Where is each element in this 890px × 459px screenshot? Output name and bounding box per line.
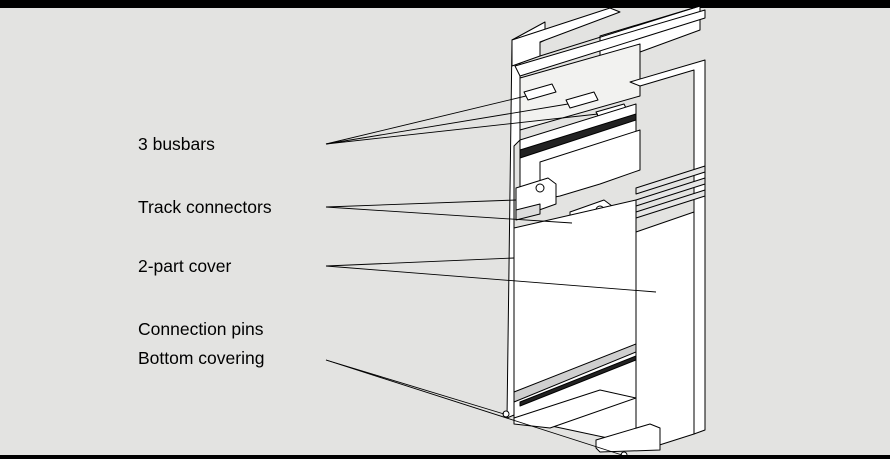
top-flange [514, 9, 706, 77]
bottom-rail [513, 343, 637, 403]
busbar-bridge [519, 43, 641, 131]
label-busbars: 3 busbars [138, 134, 215, 154]
busbar-2 [565, 91, 599, 109]
top-rail-left [511, 7, 621, 67]
leader-bottom-2 [325, 359, 623, 456]
bottom-border [0, 455, 890, 459]
label-bottom-covering: Bottom covering [138, 348, 265, 368]
label-cover: 2-part cover [138, 256, 232, 276]
label-track-connectors: Track connectors [138, 197, 272, 217]
label-connection-pins: Connection pins [138, 319, 264, 339]
leader-cover-1 [325, 257, 515, 267]
bottom-rail-dark [519, 355, 637, 407]
leader-busbars-3 [325, 113, 599, 145]
right-cover-panel [635, 211, 695, 449]
leader-bottom-1 [325, 359, 505, 415]
leader-connectors-2 [325, 206, 573, 224]
leader-busbars-2 [325, 103, 569, 145]
bottom-covering-right [595, 423, 661, 453]
bottom-covering-left [513, 389, 637, 429]
track-connector-left-foot [515, 203, 541, 221]
inner-channel-shade [519, 113, 637, 159]
top-border [0, 0, 890, 8]
busbar-1 [523, 83, 557, 101]
right-groove-1 [635, 165, 706, 195]
leader-busbars-1 [325, 95, 527, 145]
leader-connectors-1 [325, 199, 517, 208]
leader-cover-2 [325, 265, 657, 293]
connector-left-hole [535, 183, 545, 193]
top-rail-mid [539, 5, 701, 57]
